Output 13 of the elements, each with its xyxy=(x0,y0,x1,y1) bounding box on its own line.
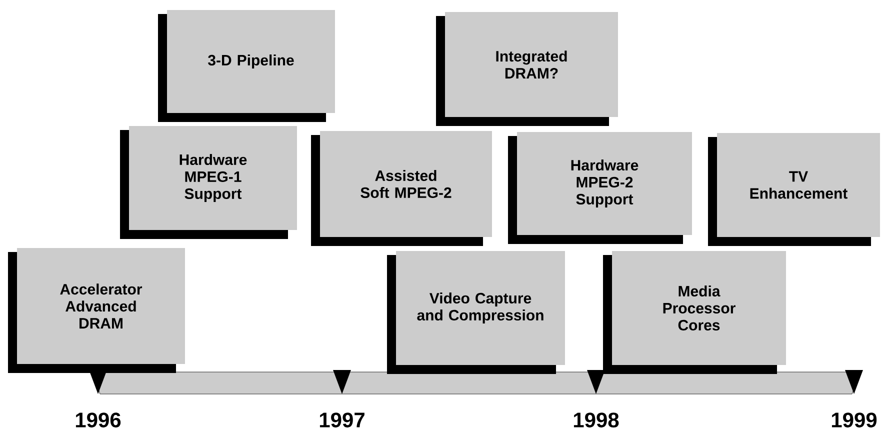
feature-box: Accelerator Advanced DRAM xyxy=(8,248,185,373)
feature-box: Assisted Soft MPEG-2 xyxy=(311,131,492,246)
feature-box: Video Capture and Compression xyxy=(387,251,565,374)
year-label: 1999 xyxy=(832,412,877,428)
feature-box: TV Enhancement xyxy=(708,133,880,246)
feature-box: Hardware MPEG-2 Support xyxy=(508,132,692,244)
year-label: 1998 xyxy=(574,412,619,428)
feature-box: 3-D Pipeline xyxy=(158,10,335,122)
feature-box: Hardware MPEG-1 Support xyxy=(120,126,297,239)
feature-box: Media Processor Cores xyxy=(603,251,786,374)
year-label: 1996 xyxy=(76,412,121,428)
feature-box: Integrated DRAM? xyxy=(436,12,618,126)
year-label: 1997 xyxy=(320,412,364,428)
